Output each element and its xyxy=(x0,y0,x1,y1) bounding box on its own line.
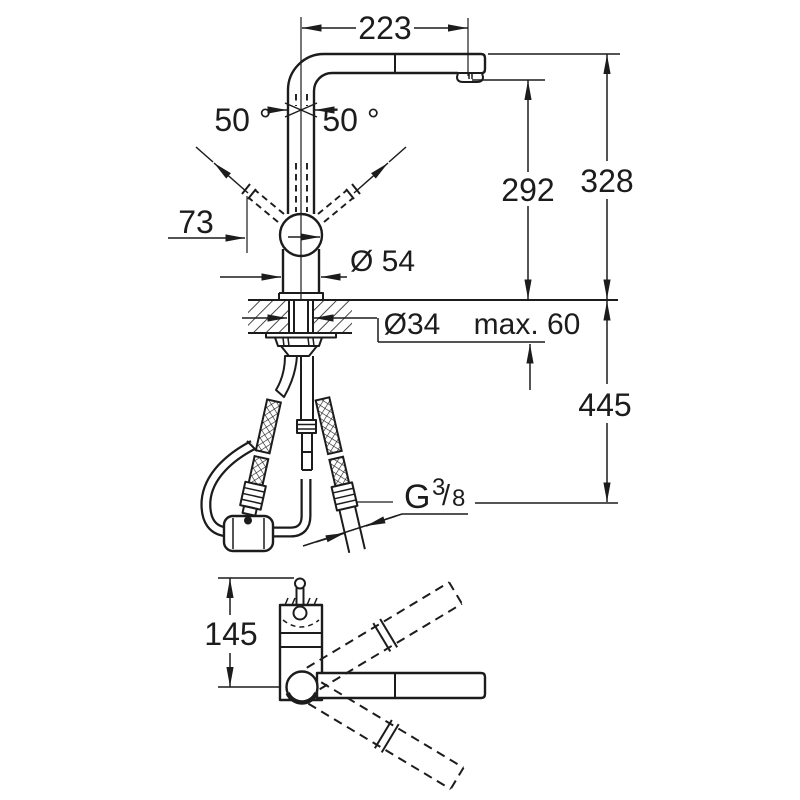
side-view-dimensions: 223 50 ° 50 ° 73 xyxy=(168,10,634,547)
dim-445-label: 445 xyxy=(578,387,631,423)
pipe-connector xyxy=(296,419,317,434)
bracket-slots xyxy=(282,337,315,347)
dim-54-label: Ø 54 xyxy=(350,245,415,278)
cone-washer xyxy=(280,345,318,357)
bend-outer xyxy=(286,52,325,91)
supply-hose-right xyxy=(314,396,366,554)
body-top-knurl xyxy=(284,597,318,606)
hidden-arc xyxy=(282,619,320,628)
pullout-pipe-lower xyxy=(301,433,313,471)
dim-50-left-label: 50 ° xyxy=(214,102,271,138)
dim-73: 73 xyxy=(168,196,320,253)
braided-segment xyxy=(254,398,283,455)
weight-end-lines xyxy=(232,518,265,549)
dim-292: 292 xyxy=(472,79,555,299)
thread-prefix: G xyxy=(404,478,430,516)
dim-angle-50: 50 ° 50 ° xyxy=(195,102,407,194)
base-body-sides xyxy=(281,249,321,293)
under-counter-assembly xyxy=(200,332,366,554)
plan-view: 145 xyxy=(204,577,487,790)
hose-weight xyxy=(222,514,275,553)
mounting-shank xyxy=(288,300,314,333)
dim-223: 223 xyxy=(302,10,469,76)
dim-34-max60: Ø34 max. 60 xyxy=(242,308,580,390)
inner-hose-hidden-lines xyxy=(295,94,308,212)
faucet-body xyxy=(278,17,487,333)
dim-50-right-label: 50 ° xyxy=(322,102,379,138)
mounting-bracket xyxy=(274,336,323,347)
swivel-range-lower xyxy=(307,681,465,790)
cartridge-circle xyxy=(292,605,308,621)
braided-segment xyxy=(247,454,270,487)
fitting-tail xyxy=(241,505,258,517)
break-ticks xyxy=(373,719,400,753)
lever-stem xyxy=(295,588,305,605)
dim-145-label: 145 xyxy=(204,616,257,652)
dim-292-label: 292 xyxy=(501,172,554,208)
weight-dot xyxy=(244,516,252,525)
braided-segment xyxy=(314,396,343,456)
dim-328-label: 328 xyxy=(580,163,633,199)
pullout-hose-loop-core xyxy=(202,442,310,536)
lever-end-ticks-right xyxy=(345,183,361,200)
fitting-bands xyxy=(241,486,265,505)
side-view: 223 50 ° 50 ° 73 xyxy=(168,10,634,554)
aerator-notch xyxy=(468,74,473,79)
dim-328: 328 xyxy=(488,53,634,299)
counter-hatch-right xyxy=(313,301,352,332)
braided-segment xyxy=(328,455,351,488)
counter-hatch-left xyxy=(248,301,288,332)
lever-positions xyxy=(241,183,361,223)
lever-knob-top xyxy=(294,577,306,590)
dim-34-label: Ø34 xyxy=(384,308,441,341)
bend-inner xyxy=(312,71,333,92)
pullout-pipe-upper xyxy=(300,356,314,420)
spout-arm xyxy=(324,52,487,75)
lever-dashed-right xyxy=(317,189,354,223)
swivel-range-upper xyxy=(306,581,463,691)
hose-guide-curve xyxy=(275,355,298,398)
dim-145: 145 xyxy=(204,577,294,688)
fitting-bands xyxy=(332,487,357,506)
dim-73-label: 73 xyxy=(178,204,214,240)
dim-54: Ø 54 xyxy=(220,245,415,281)
dim-445: 445 xyxy=(475,301,632,504)
dim-thread-g38: G 3 / 8 xyxy=(302,474,468,547)
base-flange xyxy=(278,292,324,300)
dim-max60-label: max. 60 xyxy=(474,308,581,341)
pivot-shadow-crescent xyxy=(285,691,319,705)
lever-end-ticks-left xyxy=(241,183,257,200)
break-ticks xyxy=(372,618,399,652)
thread-numerator: 3 xyxy=(432,474,445,501)
spout-arm-plan xyxy=(315,671,487,700)
body-band-lines xyxy=(280,632,322,648)
plan-faucet-body xyxy=(278,577,487,705)
supply-hose-left xyxy=(239,398,283,517)
thread-denominator: 8 xyxy=(452,485,465,512)
lever-dashed-left xyxy=(248,189,285,223)
dim-223-label: 223 xyxy=(358,10,411,46)
connector-bands xyxy=(297,423,316,430)
thread-slash: / xyxy=(442,480,451,512)
